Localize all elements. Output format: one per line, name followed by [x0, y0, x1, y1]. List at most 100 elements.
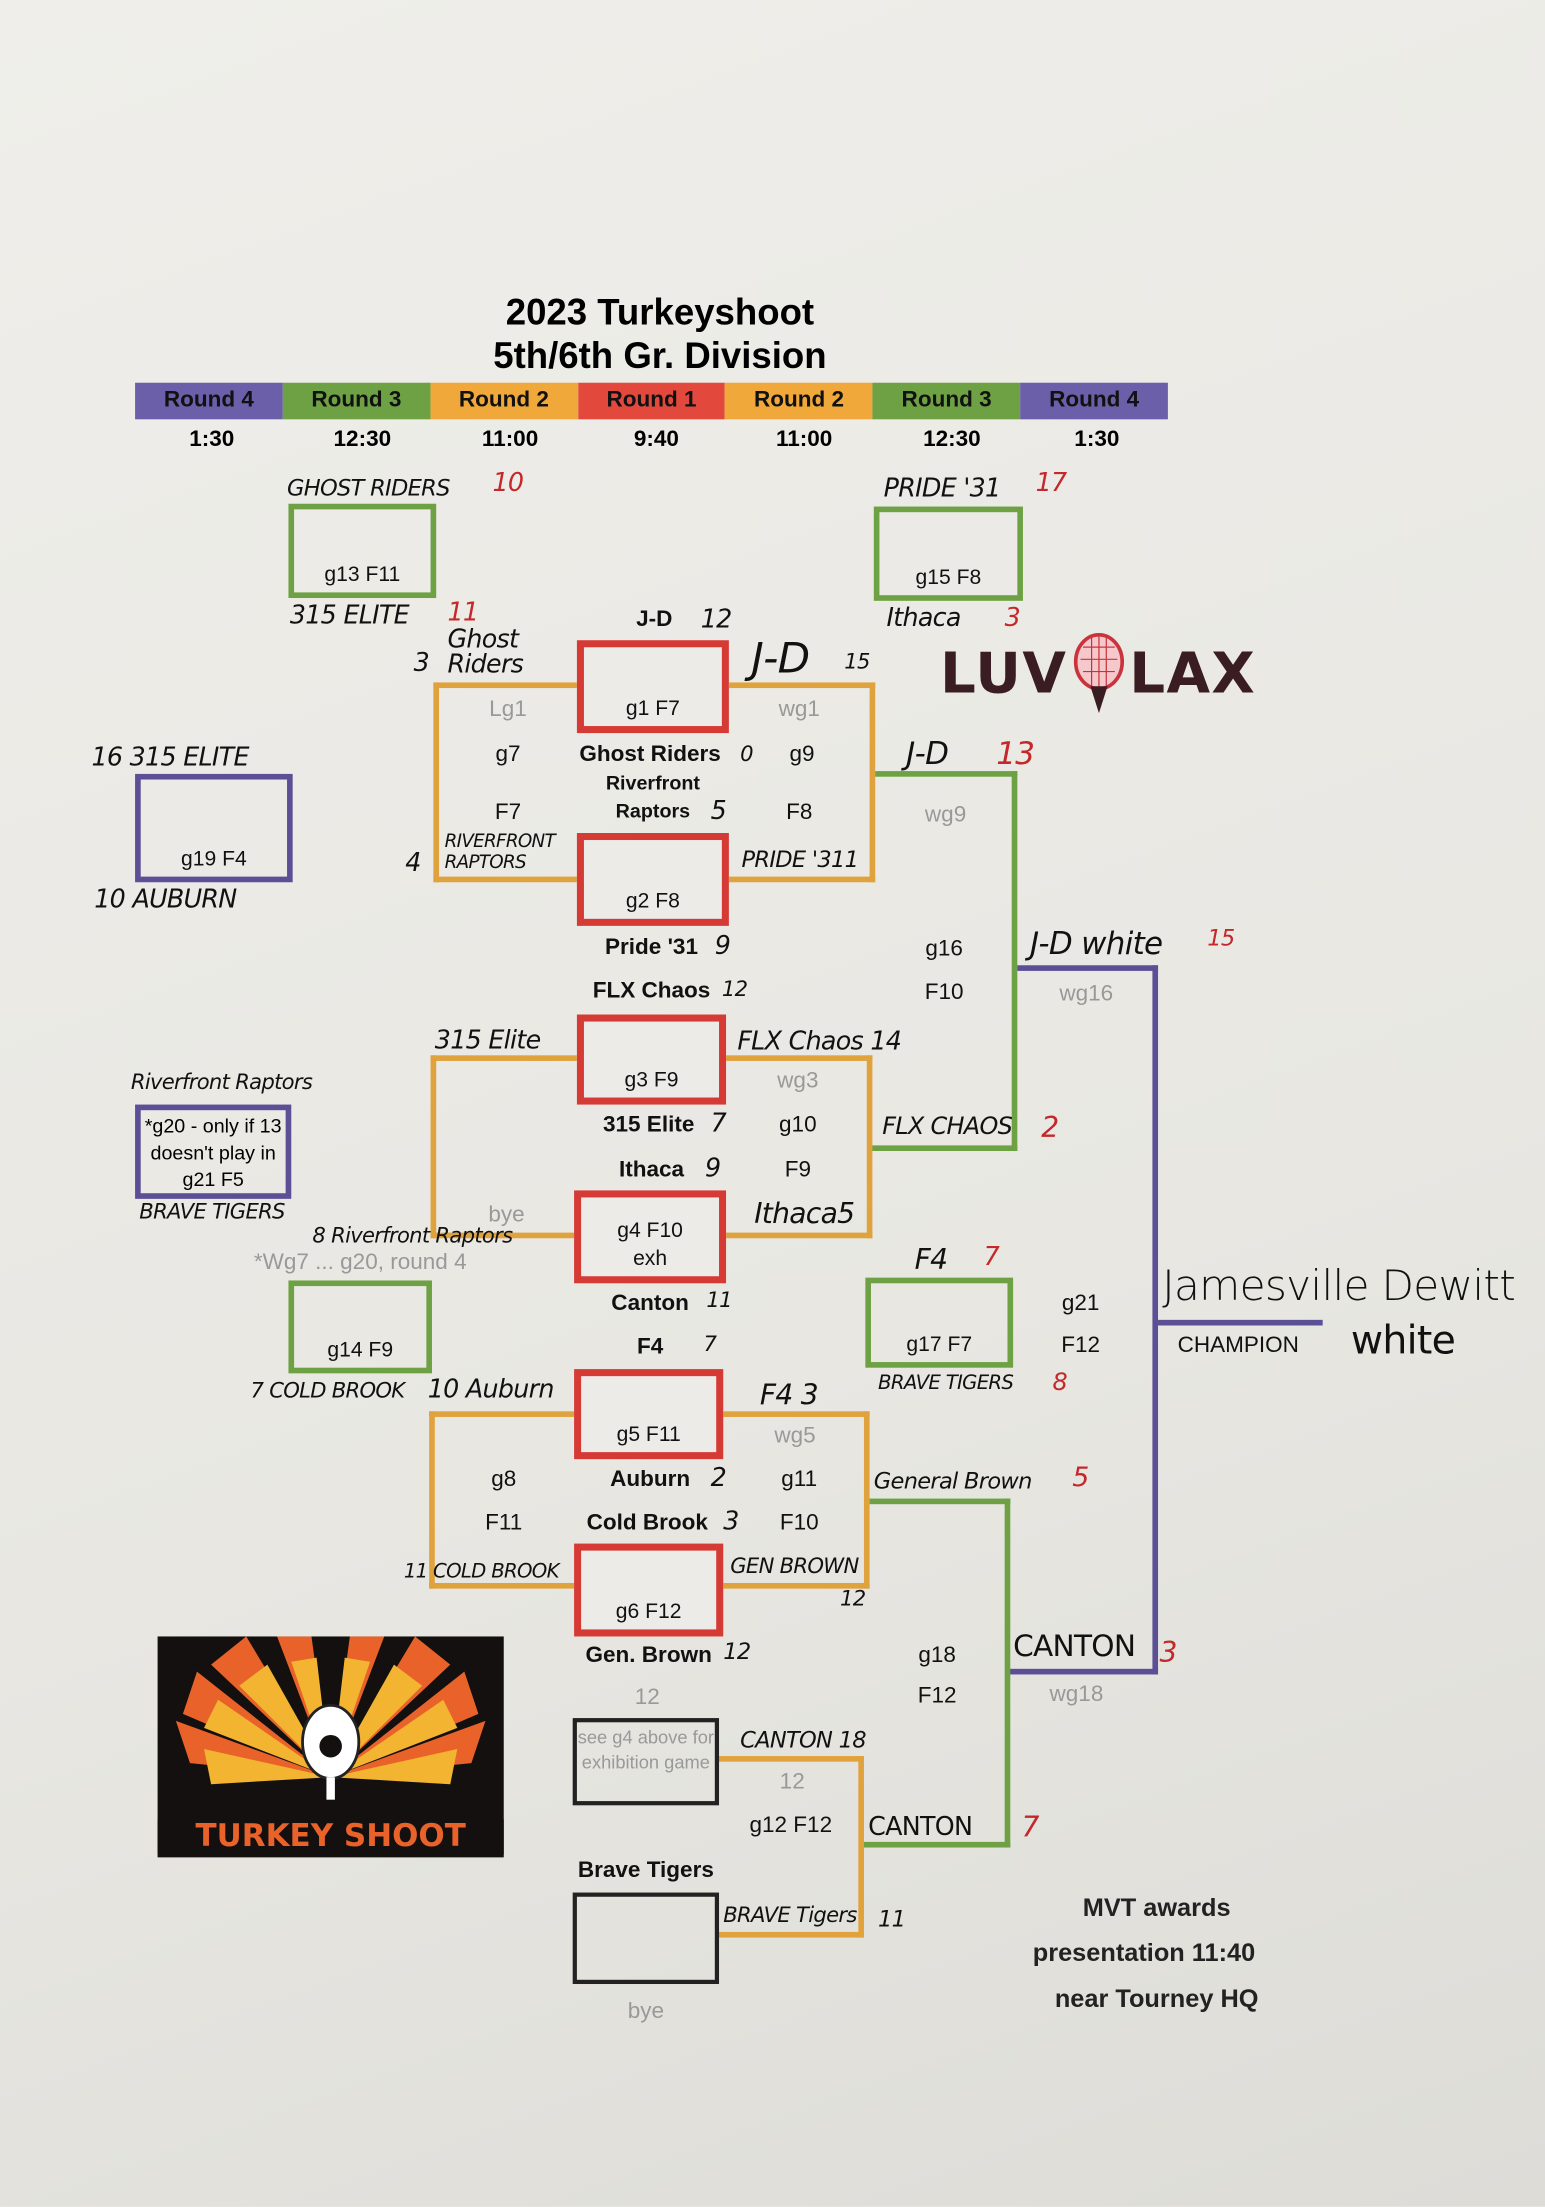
bracket-line	[875, 771, 1018, 777]
handwritten-team: 16 315 ELITE	[91, 742, 249, 773]
handwritten-team: J-D white	[1029, 927, 1163, 963]
team-label: Cold Brook	[586, 1511, 708, 1536]
game-label: g15 F8	[915, 565, 982, 590]
bye-box	[572, 1892, 720, 1985]
slot-label: wg5	[774, 1423, 816, 1448]
handwritten-score: 3	[413, 648, 430, 679]
g20-note: *g20 - only if 13 doesn't play in g21 F5	[144, 1114, 282, 1191]
slot-label: g10	[779, 1113, 817, 1137]
handwritten-score: 9	[714, 931, 731, 962]
slot-label: g8	[491, 1467, 517, 1492]
bracket-line	[429, 1411, 576, 1417]
slot-label: F8	[786, 800, 813, 825]
bracket-line	[869, 682, 876, 883]
handwritten-team: 315 ELITE	[289, 600, 410, 631]
bracket-line	[433, 682, 440, 883]
bracket-line	[1004, 1498, 1011, 1848]
slot-label: bye	[488, 1203, 525, 1227]
game-box-g19: g19 F4	[135, 773, 293, 883]
handwritten-team: CANTON 18	[740, 1726, 866, 1754]
round-time: 1:30	[189, 427, 235, 452]
handwritten-team: Riverfront Raptors	[130, 1069, 313, 1095]
handwritten-score: 12	[723, 1637, 751, 1665]
slot-label: g7	[495, 742, 521, 767]
handwritten-score: 12	[840, 1585, 866, 1612]
handwritten-team: General Brown	[873, 1467, 1033, 1495]
game-box-g5: g5 F11	[574, 1369, 724, 1460]
handwritten-team: Ithaca	[886, 603, 961, 634]
handwritten-score: 3	[723, 1507, 739, 1537]
team-label: Ithaca	[618, 1158, 685, 1182]
handwritten-score: 15	[1207, 924, 1235, 952]
round-cell: Round 4	[135, 382, 283, 420]
handwritten-team: CANTON	[868, 1812, 973, 1842]
handwritten-team: CANTON	[1013, 1629, 1136, 1664]
slot-label: 12	[634, 1685, 660, 1710]
game-box-g20: *g20 - only if 13 doesn't play in g21 F5	[135, 1104, 292, 1199]
bracket-line	[1152, 965, 1159, 1675]
round-cell: Round 3	[872, 382, 1021, 420]
game-box-g2: g2 F8	[576, 833, 729, 926]
bracket-line	[726, 1232, 873, 1239]
handwritten-score: 7	[703, 1331, 717, 1357]
bracket-line	[723, 1582, 870, 1589]
handwritten-team: FLX Chaos 14	[737, 1027, 902, 1057]
round-time: 12:30	[333, 427, 392, 452]
bracket-line	[430, 1055, 437, 1239]
round-cell: Round 1	[577, 382, 726, 420]
handwritten-team: F4 3	[759, 1377, 819, 1412]
round-cell: Round 3	[282, 382, 431, 420]
game-box-g15: g15 F8	[873, 506, 1023, 601]
team-label: 315 Elite	[602, 1113, 695, 1137]
handwritten-score: 3	[1004, 603, 1021, 634]
exhibition-label: exh	[633, 1246, 668, 1271]
bracket-line	[728, 876, 876, 883]
team-label: Ghost Riders	[579, 742, 721, 767]
bracket-line	[723, 1411, 870, 1417]
game-label: g6 F12	[615, 1599, 682, 1624]
handwritten-score: 3	[1159, 1635, 1177, 1669]
handwritten-score: 9	[704, 1153, 721, 1184]
handwritten-score: 5	[1072, 1461, 1089, 1493]
handwritten-score: 7	[710, 1108, 727, 1139]
game-box-g13: g13 F11	[288, 503, 437, 599]
turkey-shoot-logo: TURKEY SHOOT	[157, 1636, 504, 1858]
turkey-shoot-wordmark: TURKEY SHOOT	[157, 1819, 504, 1855]
handwritten-score: 2	[1041, 1110, 1059, 1144]
handwritten-team: 7 COLD BROOK	[250, 1377, 405, 1403]
slot-label: F7	[494, 800, 522, 825]
luvlax-wordmark: LUV	[939, 641, 1068, 707]
lacrosse-stick-icon	[1073, 633, 1124, 714]
slot-label: F10	[924, 980, 964, 1005]
game-label: g14 F9	[327, 1338, 394, 1363]
team-label: F4	[636, 1335, 664, 1360]
team-label: Brave Tigers	[577, 1858, 714, 1883]
team-label: J-D	[636, 607, 673, 632]
bracket-line	[429, 1411, 435, 1589]
game-label: g3 F9	[624, 1067, 679, 1092]
bracket-line	[1158, 1319, 1323, 1326]
bracket-line	[433, 682, 577, 689]
awards-note: MVT awards	[1082, 1893, 1231, 1922]
slot-label: wg3	[777, 1069, 819, 1094]
turkey-fan-icon	[175, 1636, 486, 1800]
game-label: g1 F7	[625, 696, 680, 721]
bracket-line	[430, 1055, 577, 1061]
handwritten-team: 10 AUBURN	[94, 885, 237, 915]
handwritten-team: F4	[914, 1242, 948, 1277]
slot-label: g18	[918, 1643, 956, 1668]
round-cell: Round 2	[430, 382, 578, 420]
handwritten-score: 2	[710, 1463, 727, 1493]
slot-label: bye	[627, 1999, 665, 2024]
handwritten-team: J-D	[906, 737, 949, 773]
handwritten-score: 4	[405, 848, 421, 879]
team-label: Raptors	[615, 799, 691, 822]
bracket-line	[719, 1756, 864, 1762]
team-label: Riverfront	[605, 771, 700, 794]
handwritten-team: Ithaca5	[754, 1196, 855, 1230]
bracket-line	[1011, 771, 1018, 1152]
team-label: Auburn	[610, 1467, 691, 1492]
bracket-line	[430, 1232, 577, 1239]
